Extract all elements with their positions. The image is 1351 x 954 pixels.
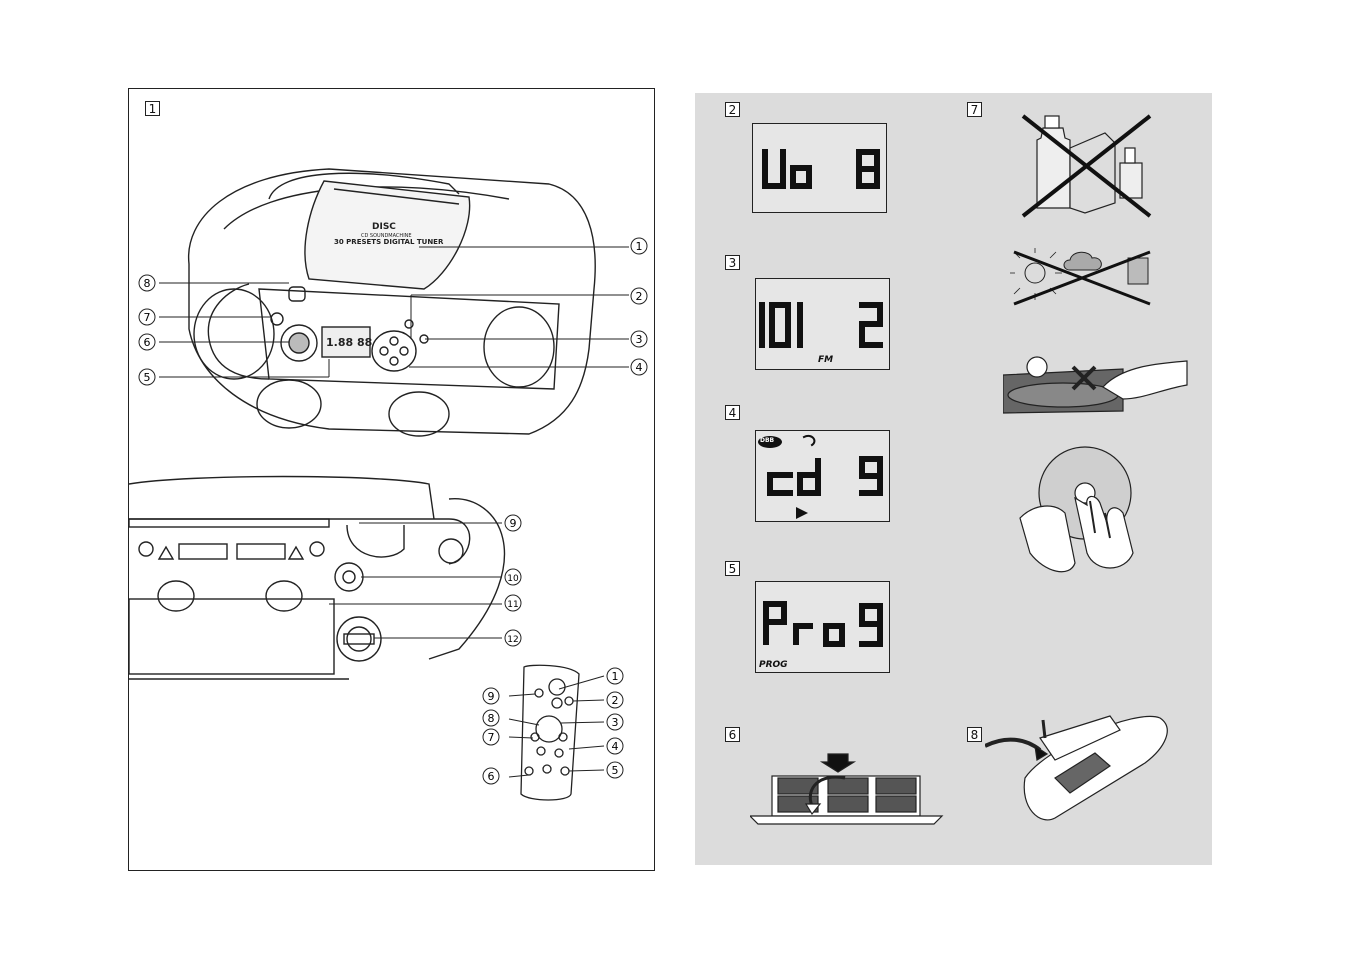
figures-2-8-panel: 2 3 4 5 6 7 8 FM DBB xyxy=(695,93,1212,865)
cd-subtitle: CD SOUNDMACHINE xyxy=(361,233,412,239)
callout-rear-11: 11 xyxy=(507,600,518,610)
callout-rear-12: 12 xyxy=(507,635,518,645)
callout-remote-5: 5 xyxy=(612,764,619,777)
svg-text:1.88 88: 1.88 88 xyxy=(326,336,372,349)
do-not-touch-lens-illustration xyxy=(1003,356,1188,414)
prog-indicator: PROG xyxy=(759,660,788,670)
callout-main-1: 1 xyxy=(636,240,643,253)
figure-number-7: 7 xyxy=(967,102,982,117)
callout-main-2: 2 xyxy=(636,290,643,303)
figure-1-panel: 1 1.88 88 xyxy=(128,88,655,871)
callout-remote-1: 1 xyxy=(612,670,619,683)
fm-indicator: FM xyxy=(818,355,834,365)
callout-remote-4: 4 xyxy=(612,740,619,753)
callout-main-7: 7 xyxy=(144,311,151,324)
lcd-display-cd: DBB xyxy=(755,430,890,522)
callout-remote-2: 2 xyxy=(612,694,619,707)
callout-main-4: 4 xyxy=(636,361,643,374)
battery-compartment-illustration xyxy=(750,753,944,825)
tuner-label: 30 PRESETS DIGITAL TUNER xyxy=(334,238,444,246)
figure-number-6: 6 xyxy=(725,727,740,742)
figure-number-1: 1 xyxy=(145,101,160,116)
callout-rear-9: 9 xyxy=(510,517,517,530)
callout-rear-10: 10 xyxy=(507,574,519,584)
remote-battery-illustration xyxy=(985,715,1168,821)
callout-main-3: 3 xyxy=(636,333,643,346)
callout-remote-3: 3 xyxy=(612,716,619,729)
callout-remote-8: 8 xyxy=(488,712,495,725)
callout-main-5: 5 xyxy=(144,371,151,384)
figure-number-5: 5 xyxy=(725,561,740,576)
cd-logo: DISC xyxy=(372,222,396,232)
no-chemicals-illustration xyxy=(1021,114,1152,218)
callout-remote-6: 6 xyxy=(488,770,495,783)
callout-remote-9: 9 xyxy=(488,690,495,703)
lcd-display-volume xyxy=(752,123,887,213)
dbb-indicator: DBB xyxy=(760,437,775,444)
figure-number-3: 3 xyxy=(725,255,740,270)
figure-number-2: 2 xyxy=(725,102,740,117)
figure-number-8: 8 xyxy=(967,727,982,742)
callout-main-6: 6 xyxy=(144,336,151,349)
cleaning-disc-illustration xyxy=(1019,446,1134,573)
lcd-display-frequency: FM xyxy=(755,278,890,370)
no-heat-moisture-illustration xyxy=(1010,248,1151,306)
boombox-illustration: 1.88 88 30 PRESETS DIGITAL TUNER DISC CD… xyxy=(129,168,648,801)
lcd-display-program: PROG xyxy=(755,581,890,673)
callout-main-8: 8 xyxy=(144,277,151,290)
callout-remote-7: 7 xyxy=(488,731,495,744)
figure-number-4: 4 xyxy=(725,405,740,420)
